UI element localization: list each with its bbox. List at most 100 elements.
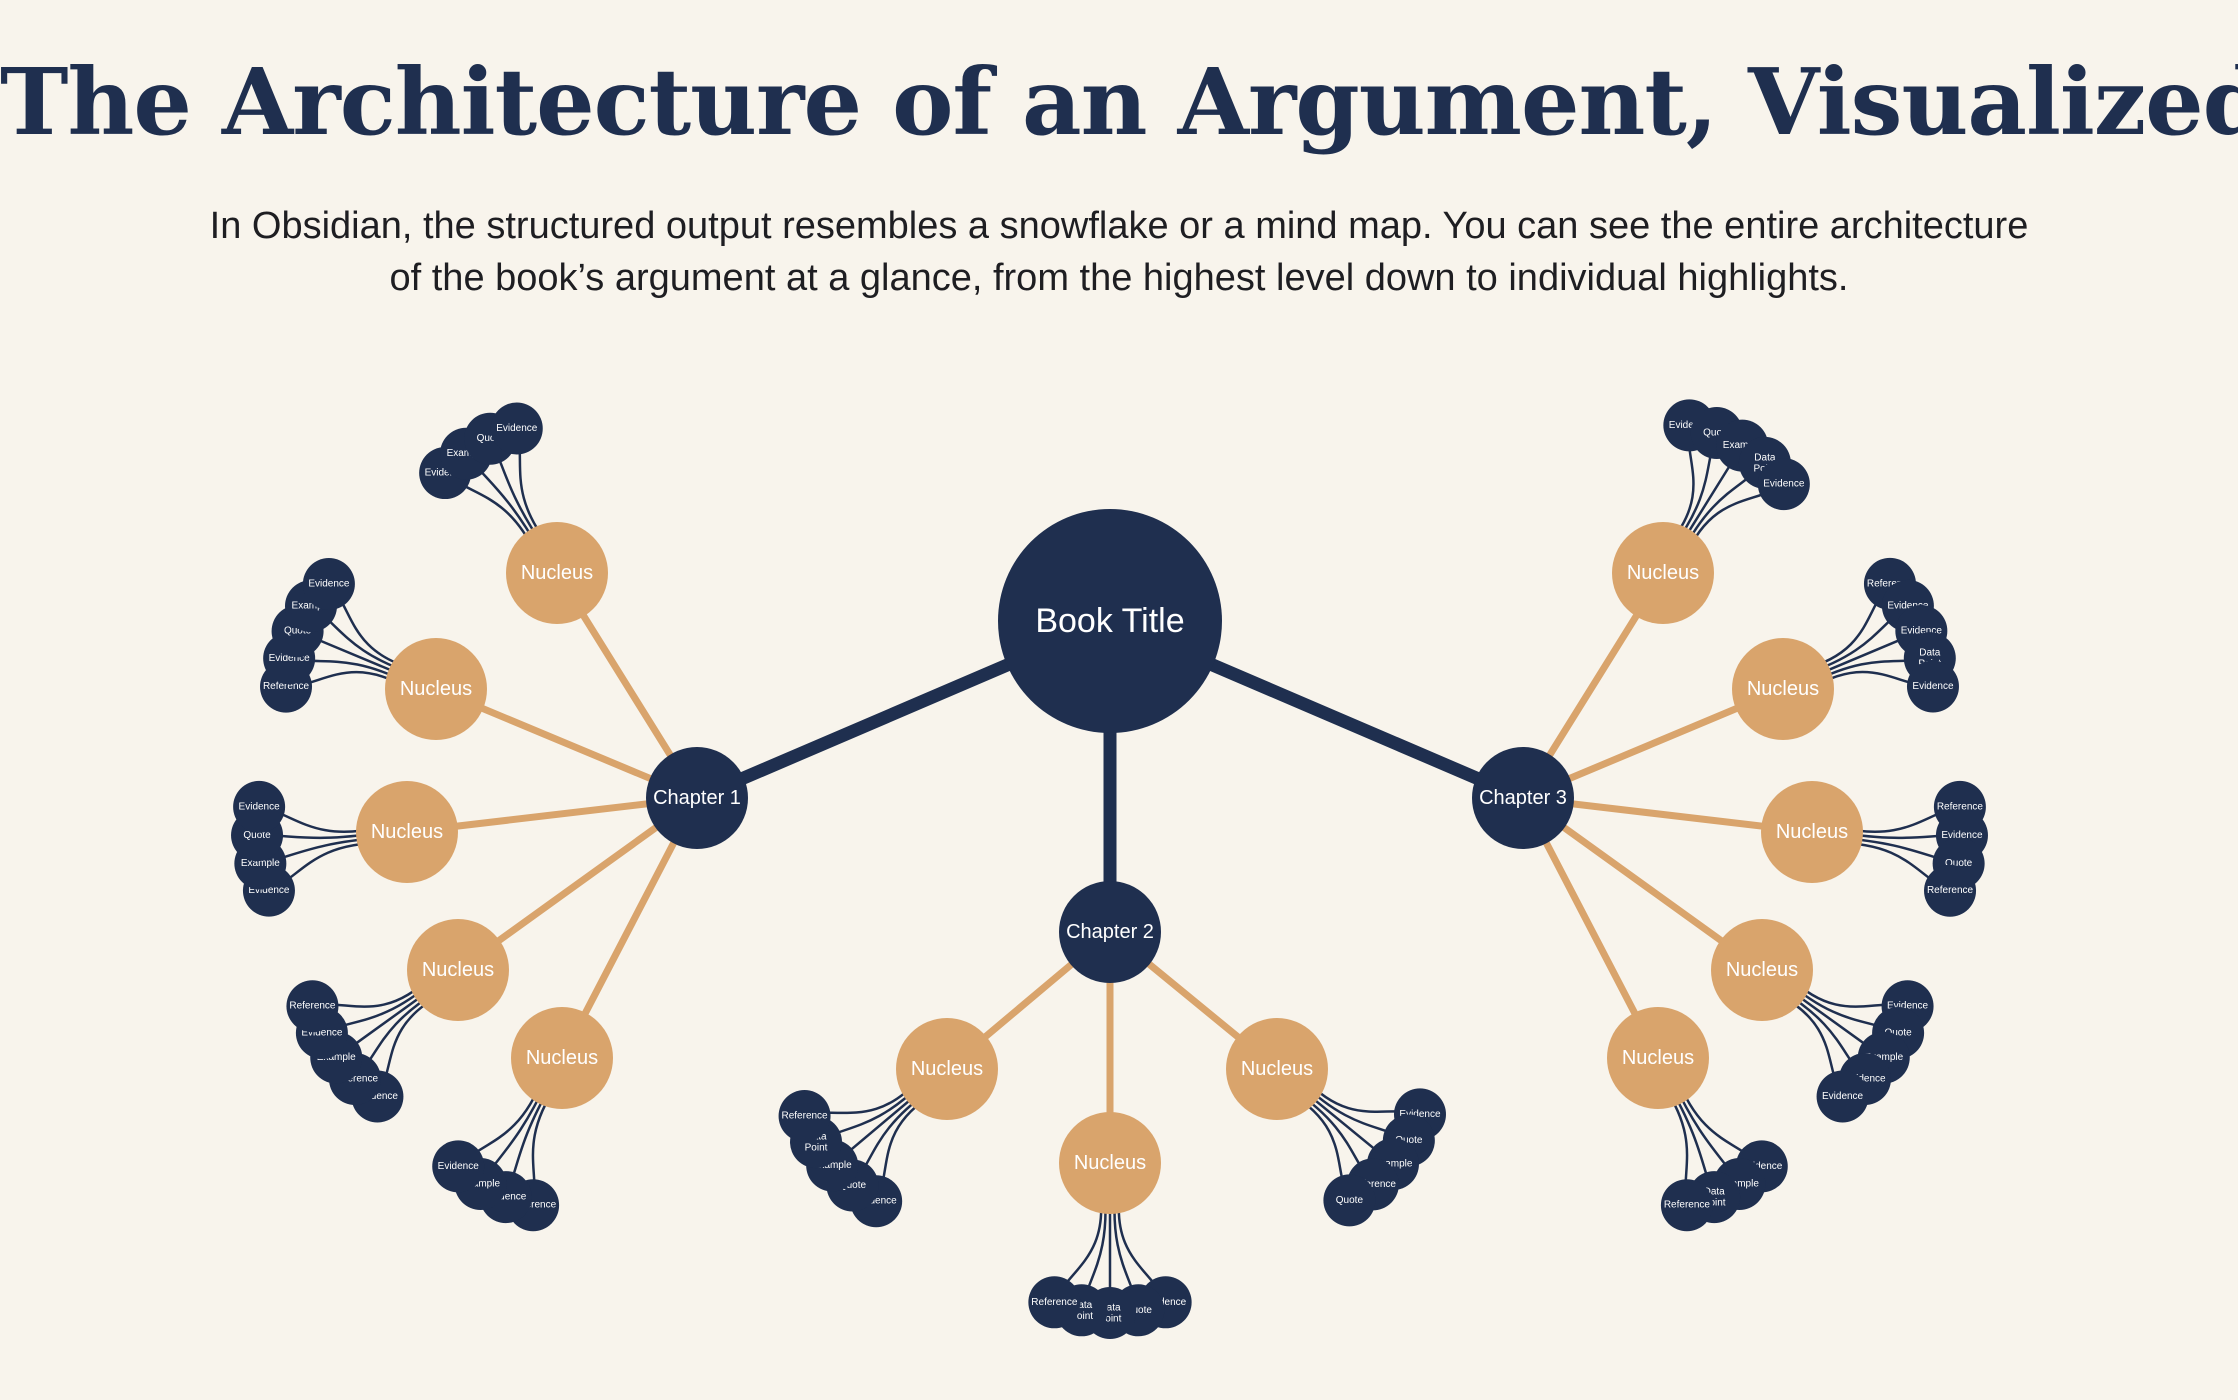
- leaf-node-c1-n5-l4[interactable]: Evidence: [432, 1140, 485, 1193]
- leaf-node-label: Evidence: [1844, 1074, 1886, 1085]
- leaf-node-label: Evidence: [308, 578, 350, 589]
- leaf-node-c3-n3-l4[interactable]: Reference: [1924, 864, 1977, 917]
- subtitle-line-2: of the book’s argument at a glance, from…: [389, 257, 1849, 299]
- nucleus-node-circle: [1226, 1018, 1328, 1120]
- leaf-node-label: Example: [1723, 440, 1762, 451]
- nucleus-node-c3-4[interactable]: Nucleus: [1711, 919, 1813, 1021]
- nucleus-node-c1-1[interactable]: Nucleus: [506, 522, 608, 624]
- leaf-node-c1-n2-l5[interactable]: Evidence: [302, 557, 355, 610]
- nucleus-node-label: Nucleus: [1074, 1152, 1146, 1174]
- chapter-node-3[interactable]: Chapter 3: [1472, 747, 1574, 849]
- leaf-node-circle: [233, 780, 286, 833]
- leaf-node-label: Evidence: [248, 885, 290, 896]
- root-node-label: Book Title: [1035, 602, 1184, 640]
- nucleus-node-label: Nucleus: [526, 1047, 598, 1069]
- leaf-node-label: Example: [447, 448, 486, 459]
- leaf-node-label: Evidence: [1741, 1161, 1783, 1172]
- nucleus-node-c2-2[interactable]: Nucleus: [1059, 1112, 1161, 1214]
- leaf-node-label: Quote: [1395, 1135, 1423, 1146]
- leaf-node-circle: [1323, 1174, 1376, 1227]
- leaf-node-label: Reference: [263, 681, 310, 692]
- nucleus-node-label: Nucleus: [1747, 678, 1819, 700]
- leaf-node-c1-n4-l5[interactable]: Reference: [286, 980, 339, 1033]
- leaf-node-circle: [302, 557, 355, 610]
- chapter-node-1[interactable]: Chapter 1: [646, 747, 748, 849]
- leaf-node-c3-n4-l5[interactable]: Evidence: [1816, 1070, 1869, 1123]
- nucleus-node-c1-3[interactable]: Nucleus: [356, 781, 458, 883]
- leaf-node-label: Reference: [510, 1200, 557, 1211]
- nucleus-node-c2-3[interactable]: Nucleus: [1226, 1018, 1328, 1120]
- leaf-node-label: Reference: [289, 1001, 336, 1012]
- leaf-node-label: Evidence: [1887, 1001, 1929, 1012]
- leaf-node-label: Reference: [332, 1074, 379, 1085]
- nucleus-node-label: Nucleus: [1726, 959, 1798, 981]
- leaf-node-circle: [1757, 458, 1810, 511]
- leaf-node-label: Quote: [1125, 1305, 1153, 1316]
- nucleus-node-c3-2[interactable]: Nucleus: [1732, 638, 1834, 740]
- leaf-node-c3-n2-l5[interactable]: Evidence: [1906, 660, 1959, 713]
- leaf-node-label: Example: [1374, 1159, 1413, 1170]
- chapter-node-2[interactable]: Chapter 2: [1059, 881, 1161, 983]
- nucleus-node-label: Nucleus: [1241, 1058, 1313, 1080]
- nucleus-node-c3-5[interactable]: Nucleus: [1607, 1007, 1709, 1109]
- leaf-node-c3-n1-l5[interactable]: Evidence: [1757, 458, 1810, 511]
- leaf-node-label: Evidence: [425, 468, 467, 479]
- leaf-node-label: Quote: [243, 830, 271, 841]
- nucleus-node-label: Nucleus: [521, 562, 593, 584]
- leaf-node-circle: [432, 1140, 485, 1193]
- leaf-node-label: Quote: [477, 433, 505, 444]
- leaf-node-label: Quote: [839, 1180, 867, 1191]
- leaf-node-circle: [1028, 1276, 1081, 1329]
- nucleus-node-label: Nucleus: [422, 959, 494, 981]
- leaf-node-label: Evidence: [496, 423, 538, 434]
- leaf-node-c2-n2-l5[interactable]: Reference: [1028, 1276, 1081, 1329]
- leaf-node-label: Quote: [1703, 427, 1731, 438]
- leaf-node-circle: [1906, 660, 1959, 713]
- chapter-node-label: Chapter 2: [1066, 921, 1154, 943]
- root-node-circle: [998, 509, 1222, 733]
- nucleus-node-c2-1[interactable]: Nucleus: [896, 1018, 998, 1120]
- leaf-node-c2-n1-l5[interactable]: Reference: [778, 1090, 831, 1143]
- page-subtitle: In Obsidian, the structured output resem…: [60, 200, 2178, 304]
- nucleus-node-circle: [407, 919, 509, 1021]
- nucleus-node-circle: [506, 522, 608, 624]
- chapter-node-circle: [646, 747, 748, 849]
- nucleus-node-label: Nucleus: [1627, 562, 1699, 584]
- leaf-node-c1-n3-l4[interactable]: Evidence: [233, 780, 286, 833]
- leaf-node-c3-n5-l4[interactable]: Reference: [1660, 1179, 1713, 1232]
- nucleus-node-c1-2[interactable]: Nucleus: [385, 638, 487, 740]
- leaf-node-label: Reference: [1927, 885, 1974, 896]
- leaf-node-label: Reference: [1350, 1179, 1397, 1190]
- leaf-node-label: Evidence: [1941, 830, 1983, 841]
- leaf-node-circle: [1660, 1179, 1713, 1232]
- leaf-node-label: Evidence: [357, 1091, 399, 1102]
- nucleus-node-c1-5[interactable]: Nucleus: [511, 1007, 613, 1109]
- leaf-node-label: Reference: [781, 1111, 828, 1122]
- nucleus-node-c3-1[interactable]: Nucleus: [1612, 522, 1714, 624]
- leaf-node-label: Reference: [1031, 1297, 1078, 1308]
- leaf-node-c1-n1-l4[interactable]: Evidence: [490, 402, 543, 455]
- leaf-node-label: Evidence: [301, 1028, 343, 1039]
- root-node[interactable]: Book Title: [998, 509, 1222, 733]
- leaf-node-label: Evidence: [1901, 626, 1943, 637]
- leaf-node-label: Evidence: [1145, 1297, 1187, 1308]
- leaf-node-label: Example: [1720, 1178, 1759, 1189]
- nucleus-node-label: Nucleus: [911, 1058, 983, 1080]
- nucleus-node-c1-4[interactable]: Nucleus: [407, 919, 509, 1021]
- leaf-node-label: Example: [1864, 1052, 1903, 1063]
- nucleus-node-label: Nucleus: [1622, 1047, 1694, 1069]
- leaf-node-label: Example: [292, 601, 331, 612]
- leaf-node-label: Quote: [1884, 1028, 1912, 1039]
- nucleus-node-label: Nucleus: [400, 678, 472, 700]
- leaf-node-c2-n3-l5[interactable]: Quote: [1323, 1174, 1376, 1227]
- leaf-node-label: Evidence: [1887, 600, 1929, 611]
- nucleus-node-c3-3[interactable]: Nucleus: [1761, 781, 1863, 883]
- leaf-node-label: Evidence: [1912, 681, 1954, 692]
- leaf-node-label: Evidence: [1669, 420, 1711, 431]
- chapter-node-label: Chapter 3: [1479, 787, 1567, 809]
- chapter-node-label: Chapter 1: [653, 787, 741, 809]
- leaf-node-label: Example: [461, 1178, 500, 1189]
